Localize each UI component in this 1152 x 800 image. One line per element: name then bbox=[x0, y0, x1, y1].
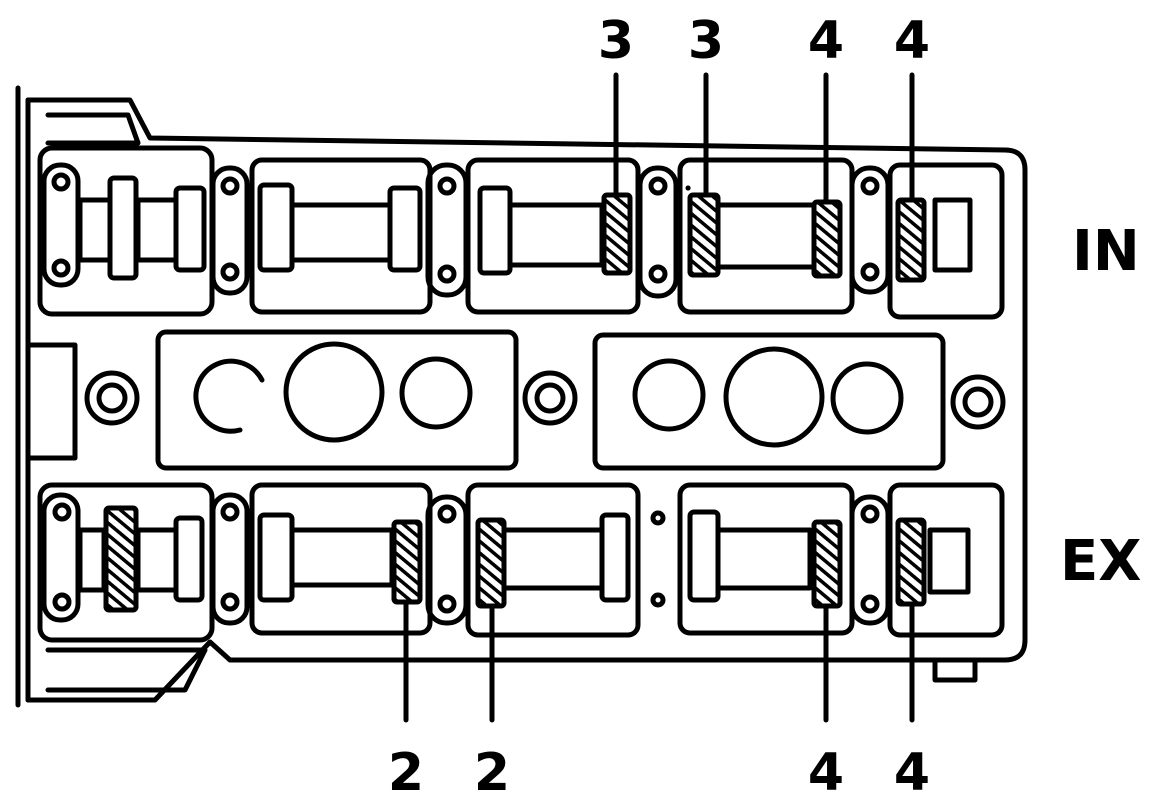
combustion-chamber-row bbox=[27, 329, 1006, 471]
head-outline bbox=[15, 85, 1028, 708]
callout-bottom-4: 4 bbox=[894, 743, 930, 800]
callout-bottom-2: 2 bbox=[474, 743, 510, 800]
intake-row-label: IN bbox=[1072, 219, 1140, 284]
callout-top-2: 3 bbox=[688, 11, 724, 71]
callout-top-4: 4 bbox=[894, 11, 930, 71]
exhaust-camshaft bbox=[37, 482, 1005, 643]
intake-camshaft bbox=[37, 145, 1005, 320]
exhaust-row-label: EX bbox=[1060, 529, 1141, 594]
callout-top-3: 4 bbox=[808, 11, 844, 71]
leader-lines bbox=[403, 72, 915, 723]
callout-top-1: 3 bbox=[598, 11, 634, 71]
top-callouts: 3 3 4 4 bbox=[598, 11, 930, 71]
bottom-callouts: 2 2 4 4 bbox=[388, 743, 930, 800]
callout-bottom-1: 2 bbox=[388, 743, 424, 800]
callout-bottom-3: 4 bbox=[808, 743, 844, 800]
